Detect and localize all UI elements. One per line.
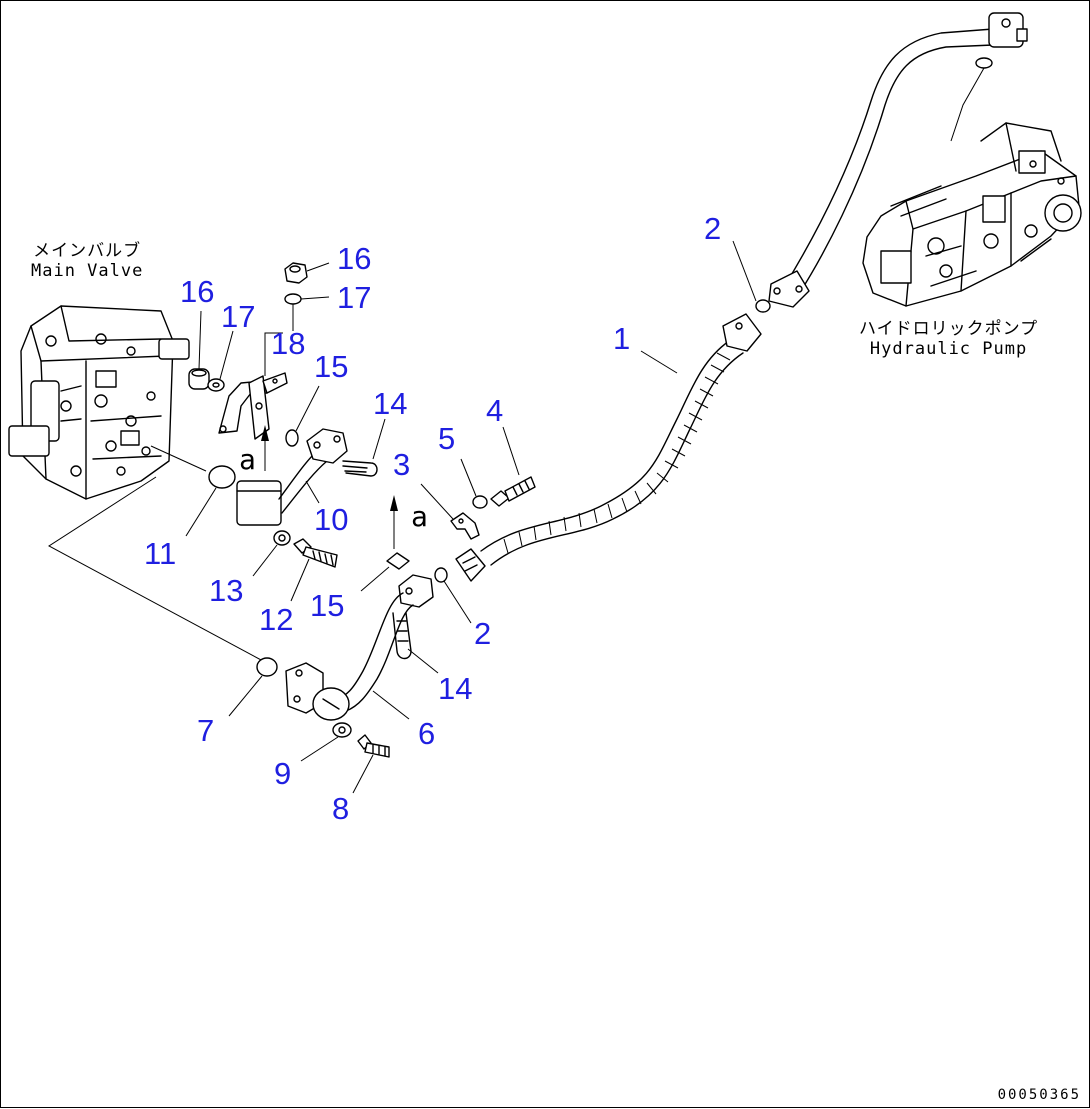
leader-1: [640, 350, 678, 374]
callout-1[interactable]: 1: [613, 321, 631, 356]
leader-14-upper: [372, 418, 386, 460]
clamp-3: [450, 512, 480, 540]
bracket-18: [218, 372, 288, 440]
hose-1-drawing: [455, 313, 762, 582]
leader-15-upper: [295, 385, 320, 432]
nut-16-left: [188, 368, 210, 390]
bolt-4: [490, 476, 536, 507]
o-ring-2-lower: [434, 567, 448, 583]
washer-17-right: [284, 293, 302, 305]
leader-17-left: [219, 330, 234, 380]
callout-17-left[interactable]: 17: [221, 299, 256, 334]
main-valve-label-en: Main Valve: [31, 261, 144, 281]
hydraulic-pump-label: ハイドロリックポンプ Hydraulic Pump: [859, 319, 1038, 359]
callout-9[interactable]: 9: [274, 756, 292, 791]
hydraulic-pump-label-en: Hydraulic Pump: [869, 339, 1028, 359]
main-valve-label-jp: メインバルブ: [33, 241, 142, 261]
leader-8: [352, 754, 374, 794]
leader-15-lower: [360, 566, 390, 592]
callout-13[interactable]: 13: [209, 573, 244, 608]
leader-3: [420, 483, 454, 520]
callout-15-lower[interactable]: 15: [310, 588, 345, 623]
callout-14-lower[interactable]: 14: [438, 671, 473, 706]
nut-16-right: [284, 262, 308, 284]
o-ring-11: [208, 465, 236, 489]
main-valve-label: メインバルブ Main Valve: [31, 241, 143, 281]
u-bolt-14-upper: [342, 460, 378, 477]
leader-6: [372, 690, 410, 720]
leader-10: [305, 480, 320, 504]
leader-13: [252, 544, 278, 577]
o-ring-15-upper: [285, 429, 299, 447]
leader-18: [264, 332, 283, 376]
washer-9: [332, 722, 352, 738]
leader-2-top: [732, 240, 757, 302]
hydraulic-pump-label-jp: ハイドロリックポンプ: [859, 319, 1039, 339]
drawing-number: 00050365: [997, 1087, 1081, 1103]
upper-pump-tube-drawing: [768, 12, 1028, 308]
leader-2-mid: [443, 580, 472, 624]
leader-valve-to-11: [150, 445, 207, 472]
tube-6: [285, 574, 434, 721]
callout-6[interactable]: 6: [418, 716, 436, 751]
leader-14-lower: [407, 648, 439, 674]
leader-4: [502, 426, 520, 476]
leader-7: [228, 675, 263, 717]
view-mark-a-left: a: [239, 443, 256, 476]
callout-16-left[interactable]: 16: [180, 274, 215, 309]
o-ring-2-upper: [755, 299, 771, 313]
gasket-15-lower: [386, 552, 410, 570]
washer-13: [273, 530, 291, 546]
callout-15-upper[interactable]: 15: [314, 349, 349, 384]
leader-11: [185, 487, 217, 537]
callout-4[interactable]: 4: [486, 393, 504, 428]
callout-2-mid[interactable]: 2: [474, 616, 492, 651]
callout-8[interactable]: 8: [332, 791, 350, 826]
callout-3[interactable]: 3: [393, 447, 411, 482]
view-mark-a-right: a: [411, 500, 428, 533]
callout-12[interactable]: 12: [259, 602, 294, 637]
hydraulic-pump-drawing: [862, 122, 1082, 307]
leader-16-right: [306, 262, 330, 272]
leader-9: [300, 736, 339, 762]
view-arrow-a-left: [261, 425, 269, 471]
callout-17-right[interactable]: 17: [337, 280, 372, 315]
o-ring-7: [256, 657, 278, 677]
view-arrow-a-right: [390, 495, 398, 549]
bolt-12: [293, 538, 338, 568]
callout-14-upper[interactable]: 14: [373, 386, 408, 421]
leader-17-right: [300, 296, 330, 300]
callout-10[interactable]: 10: [314, 502, 349, 537]
callout-5[interactable]: 5: [438, 421, 456, 456]
callout-2-top[interactable]: 2: [704, 211, 722, 246]
leader-16-left: [198, 310, 202, 370]
callout-7[interactable]: 7: [197, 713, 215, 748]
main-valve-drawing: [8, 305, 190, 500]
washer-5: [472, 495, 488, 509]
leader-valve-to-7: [48, 476, 264, 662]
callout-16-right[interactable]: 16: [337, 241, 372, 276]
washer-17-left: [207, 378, 225, 392]
callout-18[interactable]: 18: [271, 326, 306, 361]
leader-5: [460, 458, 477, 497]
bolt-8: [357, 734, 390, 758]
callout-11[interactable]: 11: [144, 536, 177, 571]
leader-12: [290, 558, 310, 602]
